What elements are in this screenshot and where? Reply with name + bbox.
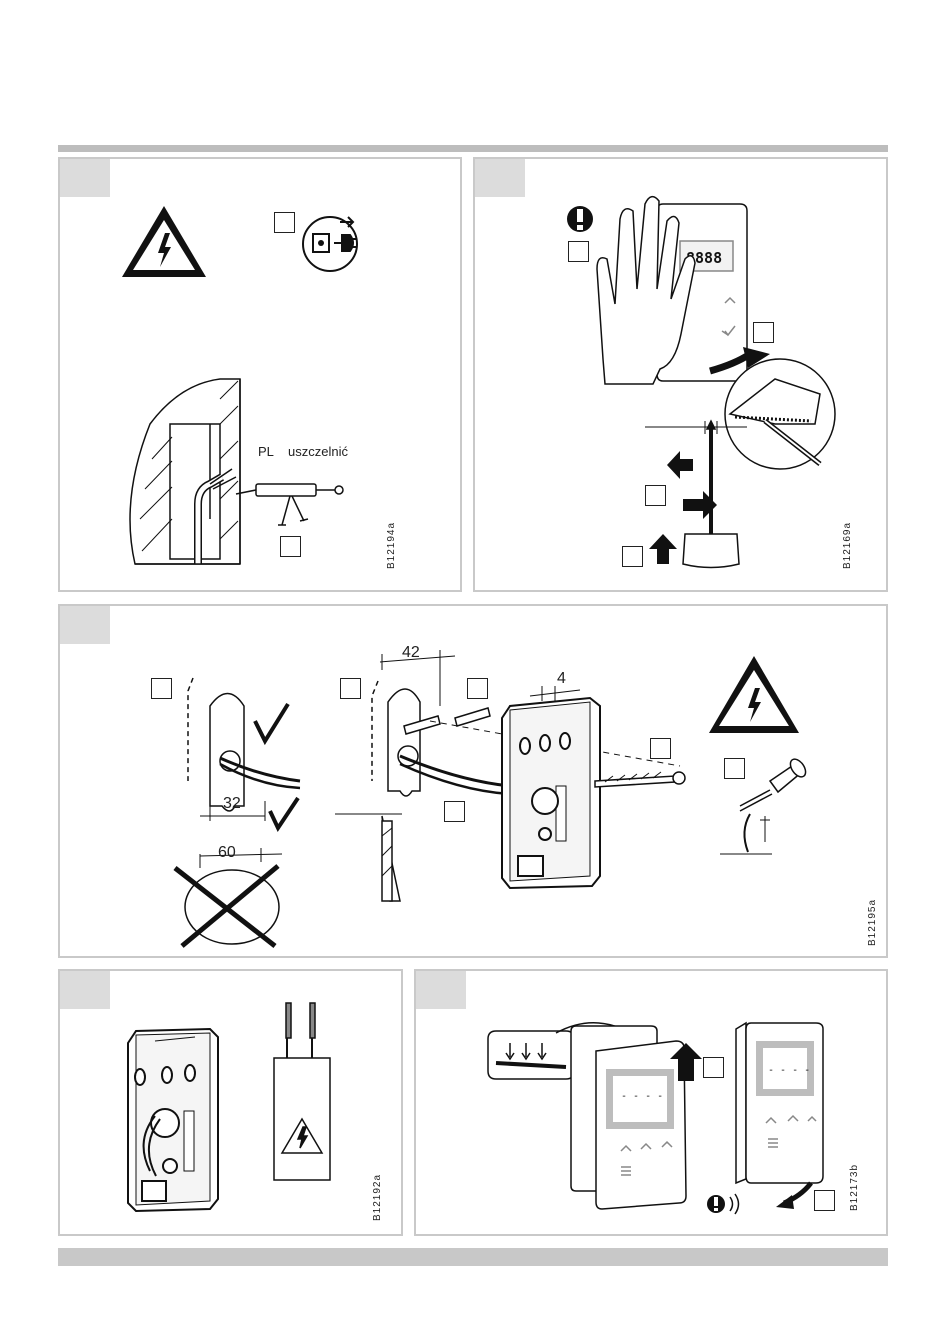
bottom-rule (58, 1248, 888, 1266)
device-base-housing (502, 686, 600, 888)
step-marker-box (645, 485, 666, 506)
label-pl: PL (258, 444, 274, 459)
step-marker-box (340, 678, 361, 699)
figure-code: B12192a (372, 1174, 383, 1221)
step-marker-box (444, 801, 465, 822)
mounting-plate-correct (188, 678, 300, 821)
high-voltage-warning-icon (709, 656, 799, 733)
panel-attach-cover: - - - - - - - - B12173b (414, 969, 888, 1236)
figure-code: B12195a (867, 899, 878, 946)
wall-cross-section (130, 379, 240, 564)
step-marker-box (151, 678, 172, 699)
disconnect-power-icon (303, 217, 357, 271)
dimension-42: 42 (402, 644, 420, 662)
arrow-left-icon (667, 451, 693, 479)
step-marker-box (568, 241, 589, 262)
step-marker-box (703, 1057, 724, 1078)
step-marker-box (622, 546, 643, 567)
step-marker-box (814, 1190, 835, 1211)
round-box-invalid (175, 848, 282, 946)
dimension-60: 60 (218, 844, 236, 862)
dimension-32: 32 (223, 795, 241, 813)
screw-icon (595, 772, 685, 787)
label-seal: uszczelnić (288, 444, 348, 459)
checkmark-icon (255, 704, 288, 741)
figure-code: B12194a (386, 522, 397, 569)
caulking-gun-icon (236, 484, 343, 525)
display-dashes: - - - - (621, 1091, 663, 1102)
checkmark-icon (270, 798, 298, 828)
device-base-housing (128, 1029, 218, 1211)
dimension-4: 4 (557, 670, 566, 688)
wiring-illustration (60, 971, 405, 1238)
wire-ends-icon (274, 1003, 330, 1180)
latch-detail-circle (725, 359, 835, 469)
remove-front-cover-illustration: 8888 (475, 159, 890, 594)
top-rule (58, 145, 888, 152)
high-voltage-warning-icon (122, 206, 206, 277)
thermostat-device-closed (736, 1023, 823, 1183)
figure-code: B12173b (849, 1164, 860, 1211)
step-marker-box (467, 678, 488, 699)
wall-mounting-illustration (60, 606, 890, 960)
panel-open-cover: 8888 B12169a (473, 157, 888, 592)
drill-bit-icon (335, 814, 402, 901)
wall-sealing-illustration (60, 159, 464, 594)
figure-code: B12169a (842, 522, 853, 569)
panel-electrical-safety: PL uszczelnić B12194a (58, 157, 462, 592)
thermostat-device (596, 1041, 686, 1209)
panel-wiring: B12192a (58, 969, 403, 1236)
click-sound-icon (707, 1194, 739, 1214)
panel-mounting: 32 60 42 4 B12195a (58, 604, 888, 958)
step-marker-box (753, 322, 774, 343)
step-marker-box (724, 758, 745, 779)
attention-icon (567, 206, 593, 232)
arrow-up-icon (649, 534, 677, 564)
step-marker-box (650, 738, 671, 759)
step-marker-box (280, 536, 301, 557)
display-dashes: - - - - (768, 1065, 810, 1076)
step-marker-box (274, 212, 295, 233)
